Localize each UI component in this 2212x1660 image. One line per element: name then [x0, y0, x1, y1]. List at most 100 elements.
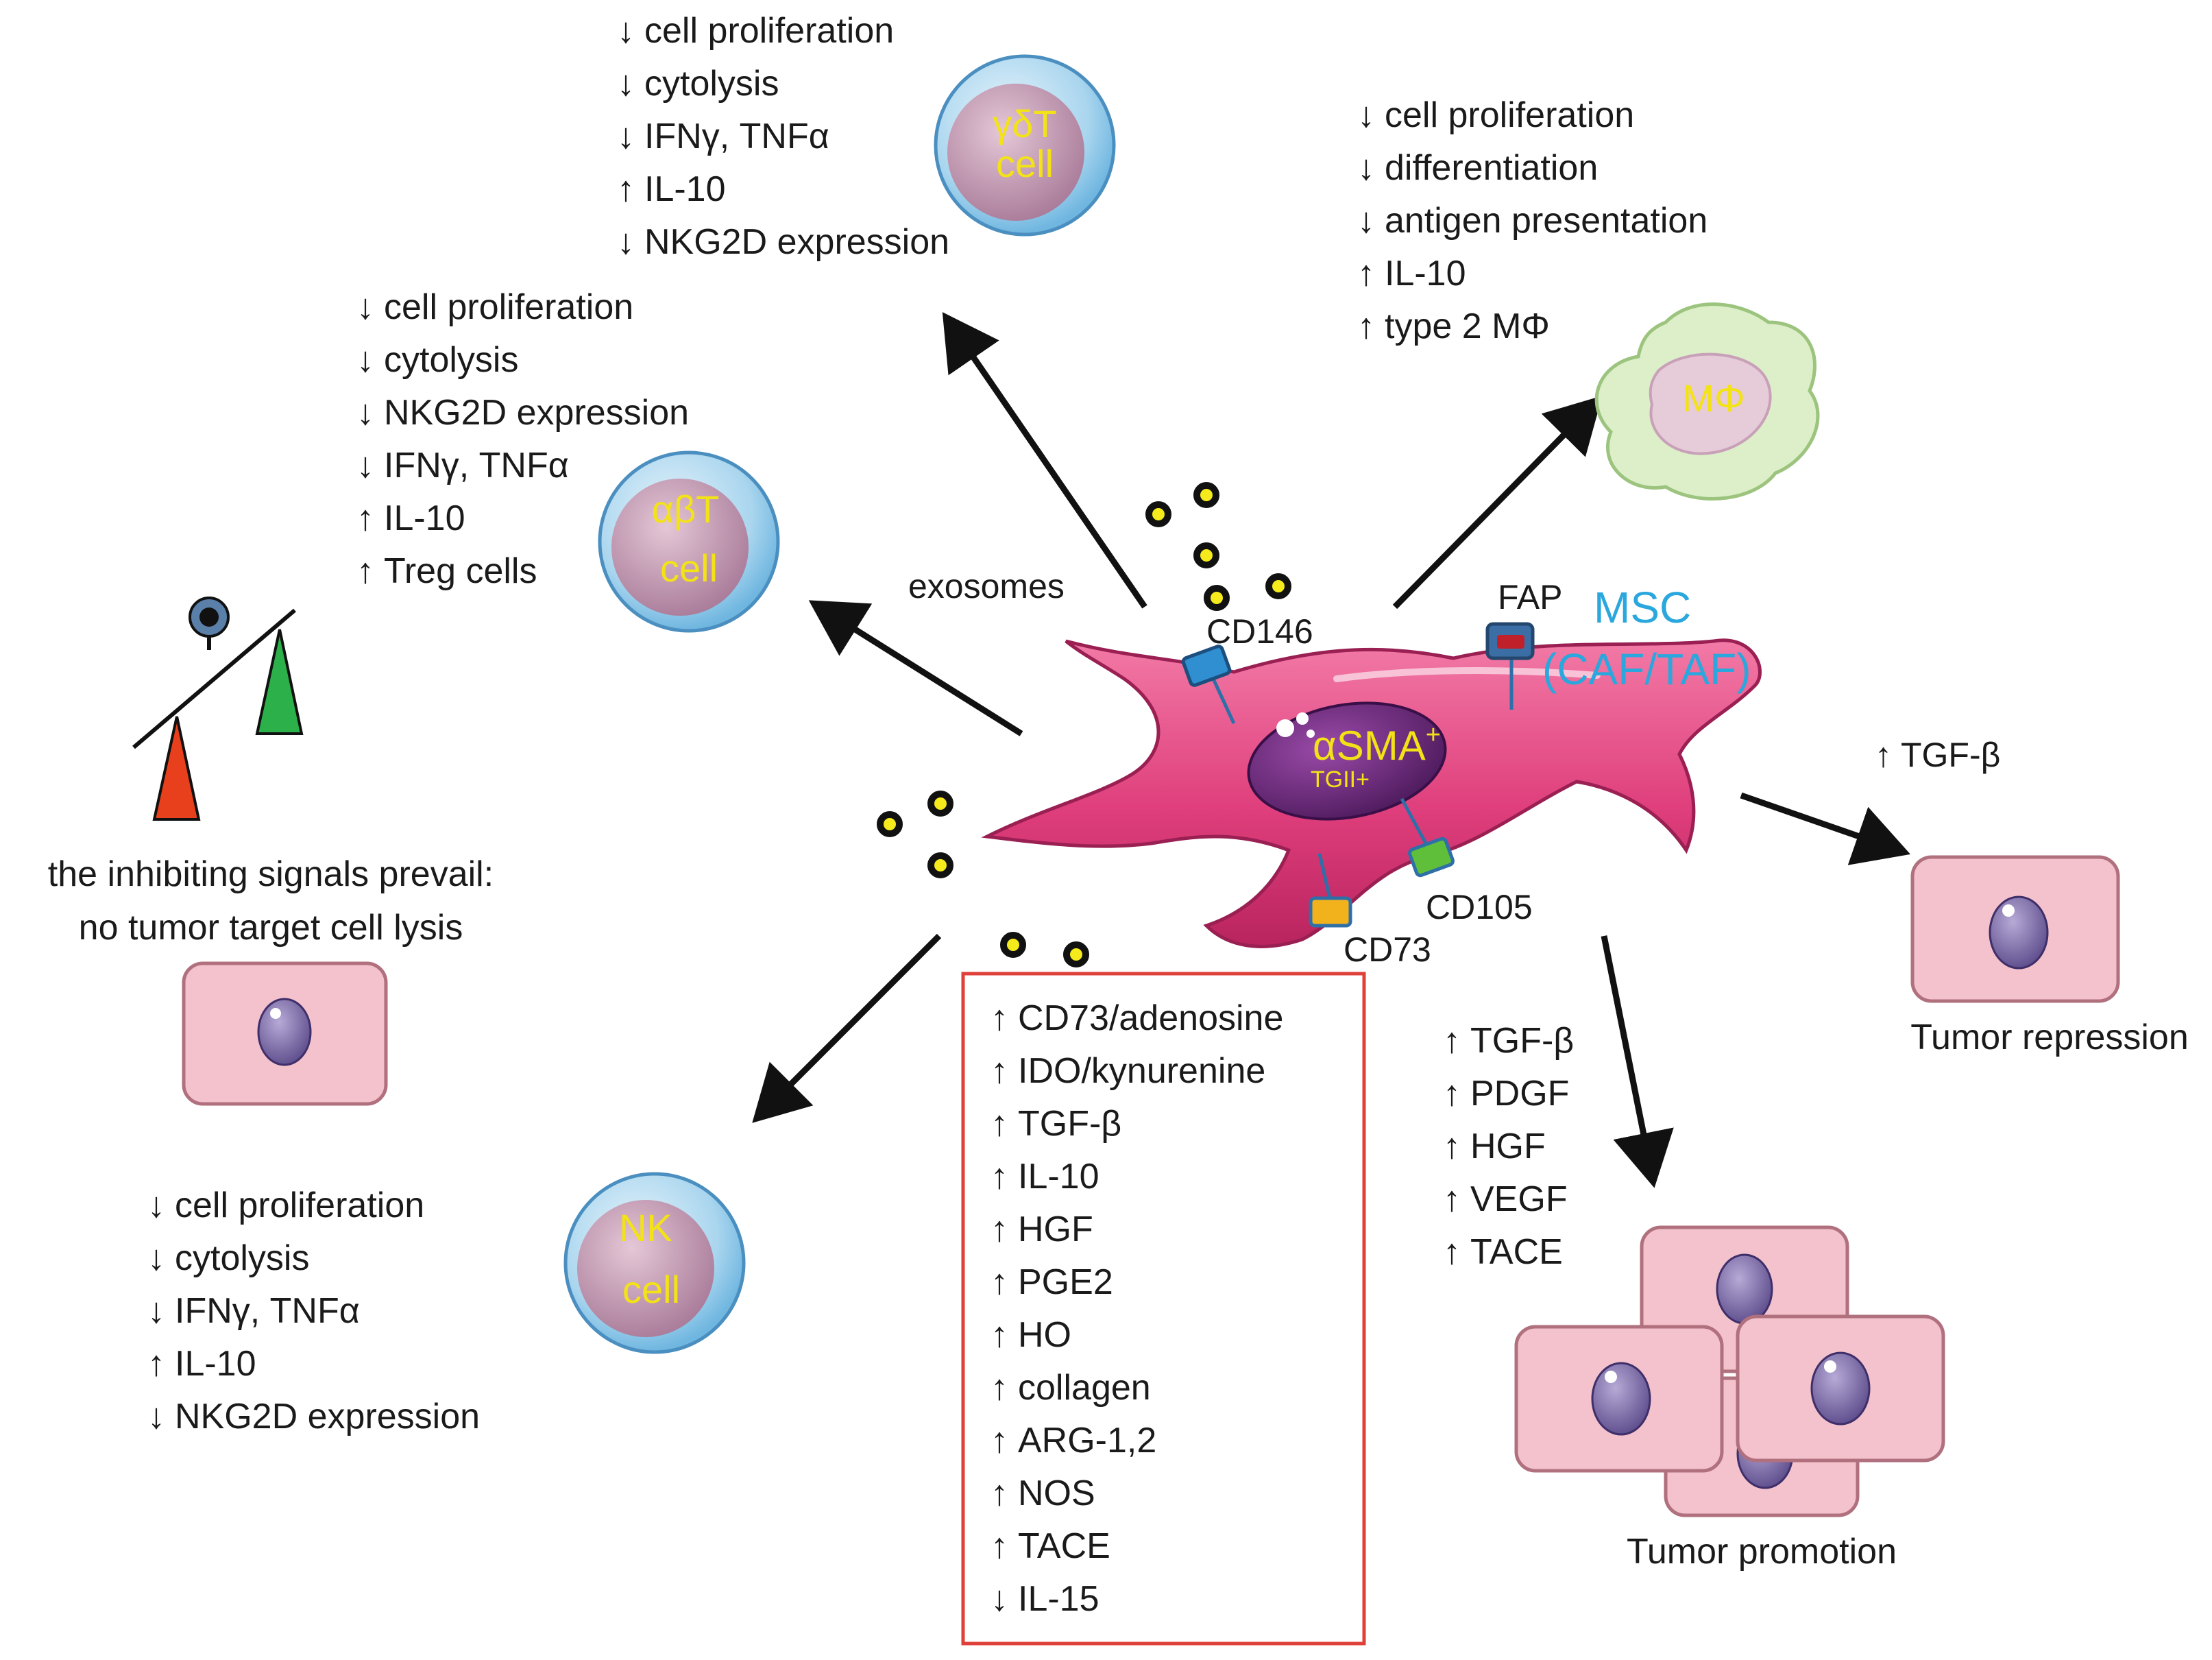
effect-item: ↓cytolysis	[147, 1238, 309, 1278]
msc-nucleus	[1247, 701, 1447, 821]
target-tumor-cell	[182, 961, 388, 1106]
arrow-to-tumor-promotion	[1601, 935, 1674, 1188]
arrow-to-macrophage	[1392, 396, 1603, 610]
effect-item: ↑Treg cells	[356, 551, 537, 591]
arrows	[752, 312, 1911, 1188]
ab-t-cell-label-2: cell	[660, 546, 718, 590]
effect-text: IL-10	[175, 1344, 256, 1384]
direction-arrow: ↓	[356, 393, 374, 433]
effect-item: ↓cytolysis	[617, 64, 779, 104]
effect-text: IL-10	[644, 169, 726, 209]
macrophage-effects: ↓cell proliferation↓differentiation↓anti…	[1357, 95, 1707, 346]
effect-item: ↑VEGF	[1443, 1179, 1568, 1219]
effect-item: ↓IFNγ, TNFα	[617, 117, 829, 156]
effect-text: TGF-β	[1018, 1104, 1121, 1144]
effect-item: ↑HGF	[990, 1210, 1093, 1249]
gd-t-cell-effects: ↓cell proliferation↓cytolysis↓IFNγ, TNFα…	[617, 11, 949, 262]
effect-item: ↑IL-10	[617, 169, 726, 209]
direction-arrow: ↑	[1443, 1179, 1461, 1219]
fap-receptor	[1485, 622, 1535, 710]
effect-item: ↑TGF-β	[990, 1104, 1121, 1144]
cd105-label: CD105	[1426, 888, 1533, 926]
gd-t-cell-label-1: γδT	[993, 102, 1056, 145]
effect-text: cell proliferation	[175, 1186, 424, 1225]
effect-item: ↓cell proliferation	[617, 11, 894, 51]
effect-item: ↑TGF-β	[1443, 1021, 1574, 1061]
direction-arrow: ↓	[617, 64, 635, 104]
effect-text: TACE	[1018, 1526, 1110, 1566]
direction-arrow: ↓	[356, 340, 374, 380]
effect-text: PDGF	[1470, 1074, 1569, 1114]
promotion-tumor-cluster	[1514, 1225, 1945, 1517]
nk-cell-label-1: NK	[619, 1206, 672, 1249]
effect-text: cytolysis	[384, 340, 518, 380]
exosome	[927, 791, 953, 817]
effect-text: cell proliferation	[384, 287, 633, 327]
direction-arrow: ↑	[1357, 254, 1375, 293]
secreted-factors-box	[961, 972, 1366, 1646]
effect-text: IFNγ, TNFα	[644, 117, 829, 156]
repression-factor-text: ↑ TGF-β	[1875, 736, 2000, 774]
effect-text: differentiation	[1385, 148, 1598, 188]
effect-text: HO	[1018, 1315, 1071, 1355]
effect-text: IL-10	[1018, 1157, 1099, 1196]
msc-name: MSC	[1594, 583, 1691, 632]
direction-arrow: ↑	[990, 1210, 1008, 1249]
effect-text: Treg cells	[384, 551, 537, 591]
direction-arrow: ↓	[356, 446, 374, 485]
effect-item: ↑IL-10	[147, 1344, 256, 1384]
direction-arrow: ↑	[990, 1526, 1008, 1566]
arrow-to-gd-t-cell	[942, 312, 1147, 609]
tumor-repression-factor: ↑ TGF-β	[1875, 736, 2000, 774]
direction-arrow: ↑	[1443, 1074, 1461, 1114]
direction-arrow: ↓	[147, 1186, 165, 1225]
direction-arrow: ↓	[147, 1291, 165, 1331]
effect-text: IL-10	[384, 498, 465, 538]
effect-item: ↓NKG2D expression	[356, 393, 689, 433]
effect-text: antigen presentation	[1385, 201, 1707, 241]
exosome	[1204, 585, 1230, 611]
exosome	[1193, 482, 1219, 508]
effect-text: HGF	[1470, 1127, 1546, 1166]
effect-text: IL-15	[1018, 1579, 1099, 1619]
direction-arrow: ↑	[990, 998, 1008, 1038]
effect-item: ↑IL-10	[356, 498, 465, 538]
direction-arrow: ↑	[356, 498, 374, 538]
direction-arrow: ↓	[617, 222, 635, 262]
effect-text: cell proliferation	[644, 11, 894, 51]
effect-text: IL-10	[1385, 254, 1466, 293]
promotion-factors-list: ↑TGF-β↑PDGF↑HGF↑VEGF↑TACE	[1443, 1021, 1574, 1272]
effect-item: ↑PGE2	[990, 1262, 1113, 1302]
direction-arrow: ↑	[147, 1344, 165, 1384]
effect-text: type 2 MΦ	[1385, 306, 1550, 346]
effect-item: ↑HGF	[1443, 1127, 1546, 1166]
msc-cell	[981, 638, 1762, 948]
direction-arrow: ↑	[990, 1157, 1008, 1196]
asma-marker: αSMA+	[1313, 721, 1441, 769]
effect-item: ↑NOS	[990, 1473, 1095, 1513]
direction-arrow: ↓	[617, 117, 635, 156]
effect-text: PGE2	[1018, 1262, 1113, 1302]
direction-arrow: ↑	[990, 1368, 1008, 1408]
direction-arrow: ↑	[990, 1315, 1008, 1355]
effect-item: ↑IDO/kynurenine	[990, 1051, 1265, 1091]
fap-label: FAP	[1498, 578, 1562, 616]
inhibition-text-1: the inhibiting signals prevail:	[48, 854, 494, 894]
effect-text: NKG2D expression	[175, 1397, 480, 1436]
nk-cell: NK cell	[563, 1172, 746, 1354]
repression-tumor-cell	[1910, 855, 2120, 1003]
msc-subtype: (CAF/TAF)	[1542, 645, 1751, 694]
effect-item: ↑type 2 MΦ	[1357, 306, 1550, 346]
inhibition-text-2: no tumor target cell lysis	[79, 908, 463, 948]
effect-item: ↓antigen presentation	[1357, 201, 1707, 241]
cd73-label: CD73	[1344, 930, 1431, 969]
effect-item: ↓IFNγ, TNFα	[147, 1291, 360, 1331]
msc-highlight	[1333, 667, 1601, 682]
effect-text: NOS	[1018, 1473, 1095, 1513]
tumor-promotion-label: Tumor promotion	[1627, 1532, 1897, 1572]
effect-item: ↑collagen	[990, 1368, 1151, 1408]
direction-arrow: ↓	[1357, 201, 1375, 241]
effect-item: ↓IFNγ, TNFα	[356, 446, 569, 485]
